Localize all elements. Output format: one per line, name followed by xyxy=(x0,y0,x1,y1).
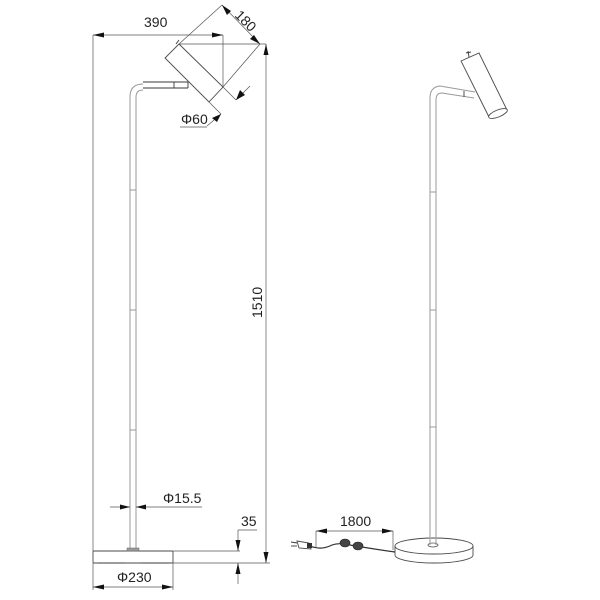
label-arm-reach: 390 xyxy=(144,14,168,30)
lamp-base xyxy=(92,550,174,564)
label-total-height: 1510 xyxy=(249,287,265,318)
label-pole-diameter: Φ15.5 xyxy=(163,490,202,506)
left-view: 390 180 Φ60 1510 xyxy=(92,4,270,590)
lamp-shade xyxy=(164,39,224,103)
lamp-shade-perspective xyxy=(460,50,508,119)
label-base-diameter: Φ230 xyxy=(117,569,152,585)
dimension-shade-diameter: Φ60 xyxy=(180,85,251,128)
right-view: 1800 xyxy=(290,50,508,564)
dimension-total-height: 1510 xyxy=(173,44,270,564)
power-plug-icon xyxy=(290,540,312,550)
dimension-shade-length: 180 xyxy=(222,5,260,44)
label-base-height: 35 xyxy=(241,513,257,529)
lamp-base-perspective xyxy=(394,537,474,564)
lamp-pole-perspective xyxy=(429,85,476,545)
dimension-base-height: 35 xyxy=(173,513,257,584)
lamp-arm xyxy=(143,81,189,89)
dimension-pole-diameter: Φ15.5 xyxy=(110,490,202,510)
label-shade-diameter: Φ60 xyxy=(181,111,208,127)
power-cable xyxy=(308,538,396,553)
dimension-arm-reach: 390 xyxy=(92,14,223,551)
label-cable-length: 1800 xyxy=(340,513,371,529)
lamp-pole xyxy=(126,83,144,552)
dimension-cable-length: 1800 xyxy=(315,513,394,550)
dimension-base-diameter: Φ230 xyxy=(92,563,174,590)
label-shade-length: 180 xyxy=(232,7,260,35)
